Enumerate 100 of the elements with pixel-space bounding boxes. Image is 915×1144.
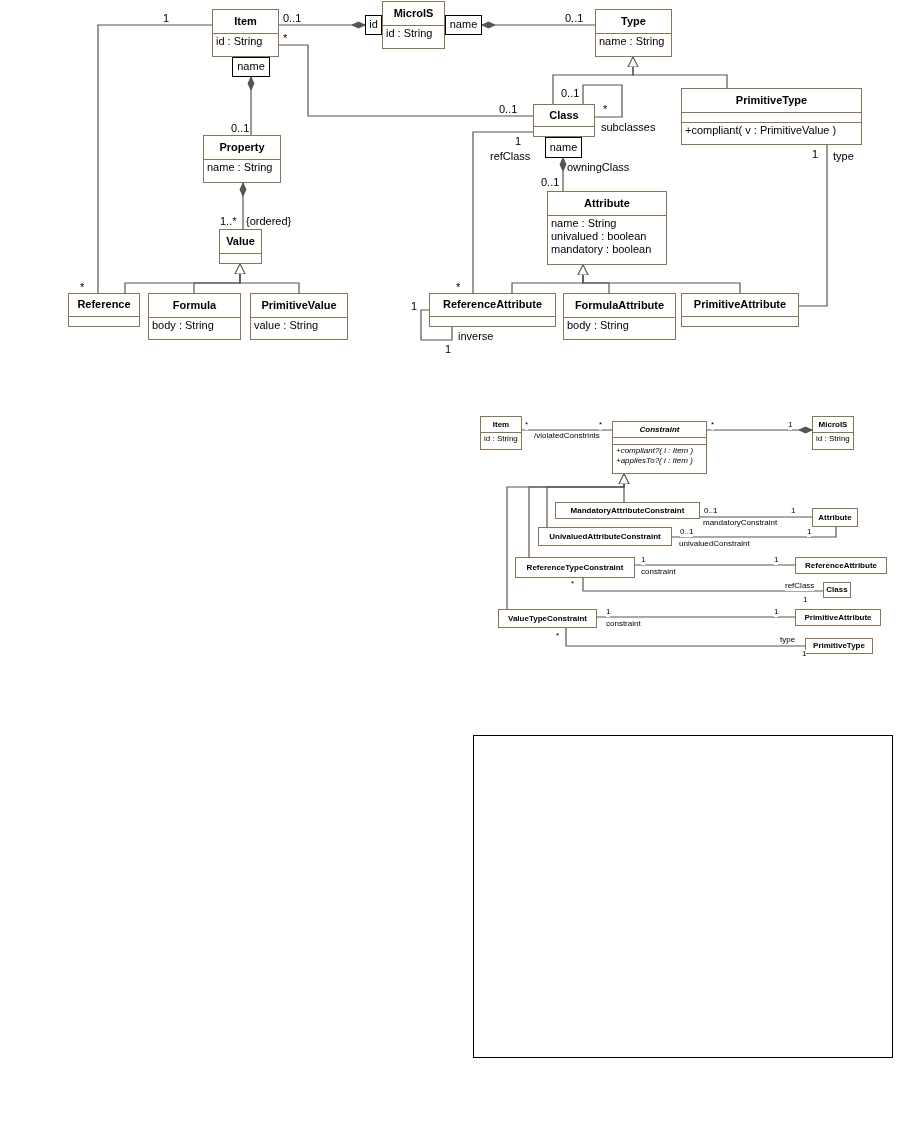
class-box: [515, 557, 635, 578]
multiplicity-label: 1: [774, 556, 779, 565]
qualifier-label: name: [549, 140, 578, 155]
association-line: [565, 627, 806, 647]
class-name: UnivaluedAttributeConstraint: [549, 531, 661, 542]
class-box: [429, 293, 556, 327]
class-name: Attribute: [818, 512, 852, 523]
class-box: [212, 9, 279, 57]
class-box: [795, 557, 887, 574]
class-name: Formula: [172, 298, 217, 313]
multiplicity-label: 1: [411, 300, 418, 313]
class-name: ReferenceAttribute: [443, 298, 542, 312]
attribute-text: id : String: [816, 434, 850, 444]
class-box: [681, 88, 862, 145]
class-box: [805, 638, 873, 654]
association-line: [472, 131, 534, 294]
multiplicity-label: 0..1: [231, 122, 250, 135]
attribute-text: name : String: [207, 161, 273, 175]
class-name: Reference: [77, 298, 131, 312]
multiplicity-label: 0..1: [565, 12, 584, 25]
generalization-arrow: [627, 56, 728, 89]
class-box: [812, 416, 854, 450]
class-name: FormulaAttribute: [574, 298, 665, 313]
association-line: [634, 564, 796, 566]
class-name: Constraint: [639, 424, 680, 435]
multiplicity-label: 1: [515, 135, 522, 148]
class-name: MicroIS: [818, 419, 848, 430]
edge-label: {ordered}: [246, 215, 292, 228]
edge-label: type: [780, 636, 796, 645]
class-box: [219, 229, 262, 264]
class-name: PrimitiveValue: [261, 298, 337, 313]
multiplicity-label: 1: [812, 148, 819, 161]
qualifier-label: id: [369, 18, 378, 32]
attribute-text: mandatory : boolean: [551, 243, 652, 257]
edge-label: type: [833, 150, 854, 163]
operation-text: +compliant?( i : Item ): [616, 446, 694, 456]
class-name: MandatoryAttributeConstraint: [570, 505, 685, 516]
attribute-text: id : String: [484, 434, 518, 444]
association-line: [420, 309, 453, 341]
class-name: Property: [219, 140, 265, 155]
composition-line: [481, 21, 596, 29]
class-box: [203, 135, 281, 183]
operation-text: +compliant( v : PrimitiveValue ): [685, 124, 837, 138]
multiplicity-label: 1: [641, 556, 646, 565]
class-name: ValueTypeConstraint: [508, 613, 587, 624]
edge-label: refClass: [490, 150, 531, 163]
edge-label: subclasses: [601, 121, 656, 134]
class-name: Class: [826, 585, 848, 595]
multiplicity-label: 0..1: [680, 528, 694, 537]
multiplicity-label: *: [711, 421, 715, 430]
edge-label: mandatoryConstraint: [703, 519, 778, 528]
multiplicity-label: 1: [788, 421, 793, 430]
class-name: Value: [226, 234, 255, 249]
class-name: Item: [492, 419, 510, 430]
multiplicity-label: 1: [163, 12, 170, 25]
multiplicity-label: 0..1: [541, 176, 560, 189]
class-box: [595, 9, 672, 57]
class-name: Type: [621, 14, 646, 29]
association-line: [798, 144, 828, 307]
multiplicity-label: 1..*: [220, 215, 237, 228]
class-box: [563, 293, 676, 340]
class-name: ReferenceAttribute: [805, 560, 877, 571]
composition-line: [239, 182, 247, 230]
multiplicity-label: 1: [445, 343, 452, 356]
composition-line: [278, 21, 366, 29]
class-box: [250, 293, 348, 340]
attribute-text: univalued : boolean: [551, 230, 647, 244]
class-name: Attribute: [584, 196, 630, 211]
class-name: MicroIS: [393, 6, 434, 21]
generalization-arrow: [234, 263, 300, 294]
association-line: [278, 44, 534, 117]
attribute-text: body : String: [152, 319, 214, 333]
class-box: [382, 1, 445, 49]
generalization-arrow: [577, 264, 741, 294]
multiplicity-label: *: [525, 421, 529, 430]
edge-label: owningClass: [567, 161, 630, 174]
attribute-text: body : String: [567, 319, 629, 333]
class-box: [555, 502, 700, 519]
class-box: [533, 104, 595, 137]
multiplicity-label: 1: [791, 507, 796, 516]
association-line: [596, 616, 796, 618]
composition-line: [247, 76, 255, 136]
frame-box: [473, 735, 893, 1058]
multiplicity-label: 1: [807, 528, 812, 537]
class-box: [148, 293, 241, 340]
operation-text: +appliesTo?( i : Item ): [616, 455, 693, 466]
association-line: [699, 516, 813, 518]
multiplicity-label: 0..1: [499, 103, 518, 116]
class-box: [68, 293, 140, 327]
edge-label: inverse: [458, 330, 494, 343]
association-line: [521, 429, 613, 431]
edge-label: /violatedConstrints: [534, 432, 600, 441]
class-name: PrimitiveType: [813, 641, 865, 651]
association-line: [582, 84, 623, 118]
class-name: Class: [549, 108, 579, 123]
class-box: [812, 508, 858, 527]
class-box: [795, 609, 881, 626]
qualifier-label: name: [237, 60, 265, 74]
class-box: [538, 527, 672, 546]
class-box: [547, 191, 667, 265]
